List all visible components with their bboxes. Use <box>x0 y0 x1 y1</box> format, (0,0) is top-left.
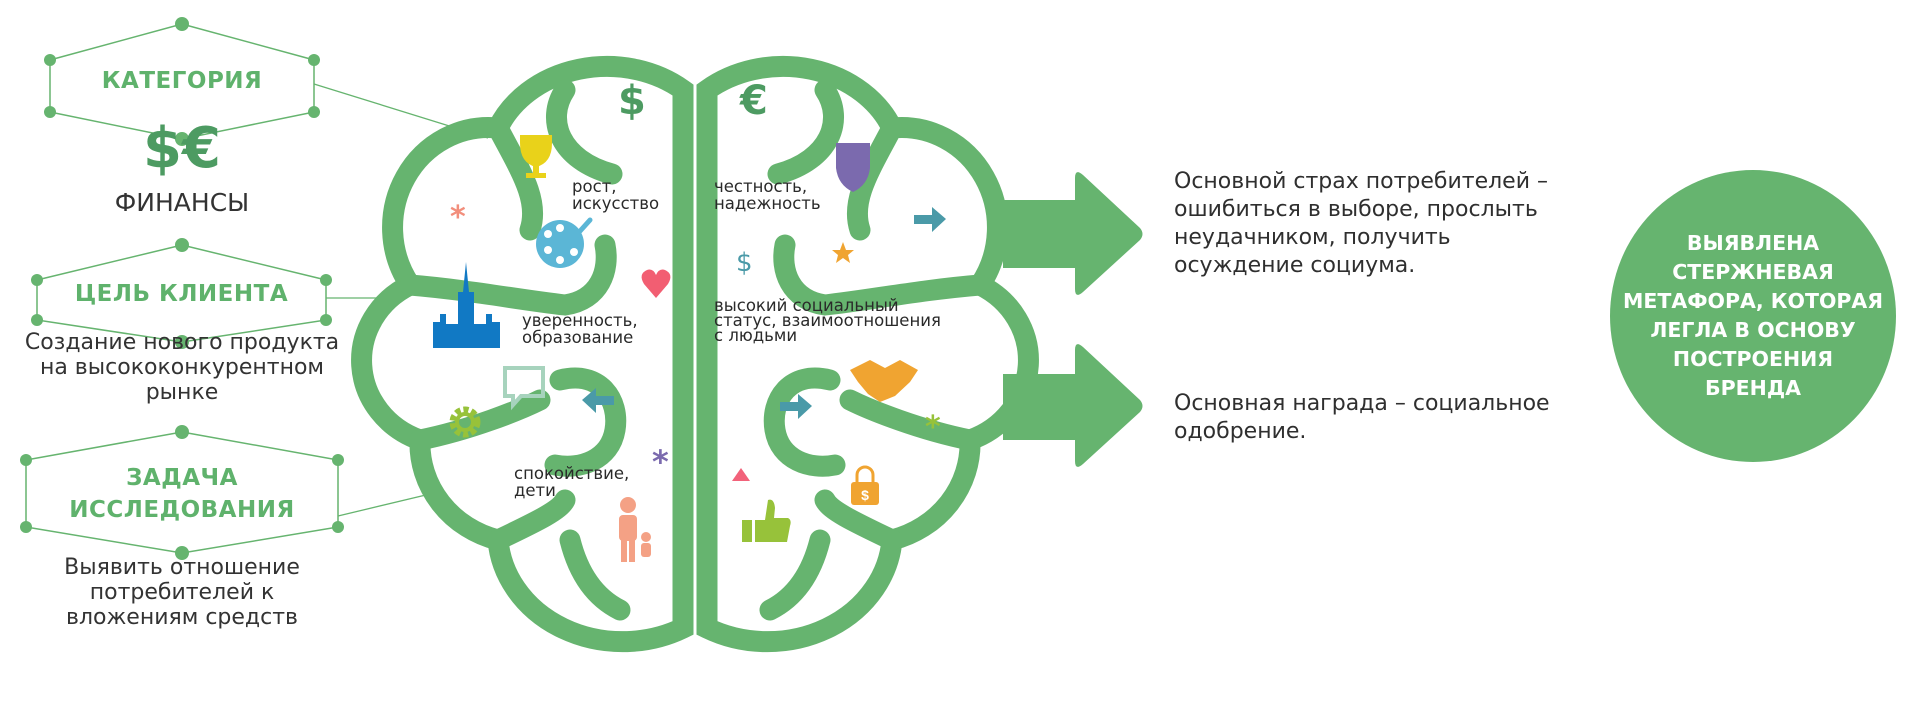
parent-child-icon <box>619 497 651 562</box>
conclusion-line: СТЕРЖНЕВАЯ <box>1672 260 1834 284</box>
arrow-right-icon <box>914 207 946 232</box>
euro-icon: € <box>740 78 768 124</box>
reward-line: Основная награда – социальное <box>1174 391 1550 416</box>
star-icon <box>832 242 854 263</box>
arrow-right-reward <box>1003 344 1143 467</box>
research-task-label: ЗАДАЧА ИССЛЕДОВАНИЯ <box>26 462 338 526</box>
fear-line: неудачником, получить <box>1174 225 1451 250</box>
handshake-icon <box>850 360 918 402</box>
client-goal-text: Создание нового продукта на высококонкур… <box>0 330 364 405</box>
research-task-line: вложениям средств <box>65 605 299 630</box>
client-goal-label: ЦЕЛЬ КЛИЕНТА <box>74 281 289 307</box>
reward-text: Основная награда – социальное одобрение. <box>1174 390 1550 446</box>
label-line: спокойствие, <box>514 464 630 483</box>
label-line: надежность <box>714 194 821 213</box>
palette-icon <box>536 217 593 268</box>
chat-bubble-icon <box>503 366 545 411</box>
reward-line: одобрение. <box>1174 419 1307 444</box>
label-line: дети <box>514 481 556 500</box>
research-task-line: потребителей к <box>89 580 275 605</box>
label-line: образование <box>522 328 634 347</box>
label-line: высокий социальный <box>714 296 899 315</box>
university-building-icon <box>433 262 500 348</box>
research-task-frame-nodes <box>20 425 344 560</box>
thumbs-up-icon <box>742 499 791 542</box>
label-status: высокий социальный статус, взаимоотношен… <box>714 296 941 345</box>
arrow-left-icon <box>582 388 614 413</box>
client-goal-line: Создание нового продукта <box>24 330 340 355</box>
conclusion-circle: ВЫЯВЛЕНА СТЕРЖНЕВАЯ МЕТАФОРА, КОТОРАЯ ЛЕ… <box>1610 170 1896 462</box>
research-task-label-line: ЗАДАЧА <box>126 465 238 491</box>
fear-line: осуждение социума. <box>1174 253 1416 278</box>
asterisk-purple-icon: * <box>652 443 669 481</box>
heart-icon <box>641 269 671 298</box>
conclusion-line: ПОСТРОЕНИЯ <box>1672 347 1834 371</box>
label-line: искусство <box>572 194 660 213</box>
client-goal-line: на высококонкурентном <box>39 355 325 380</box>
label-line: с людьми <box>714 326 798 345</box>
dollar-icon: $ <box>618 78 646 124</box>
asterisk-salmon-icon: * <box>450 200 466 235</box>
label-calm: спокойствие, дети <box>514 465 629 499</box>
label-line: рост, <box>572 177 617 196</box>
category-label: КАТЕГОРИЯ <box>101 68 263 94</box>
client-goal-frame-nodes <box>31 238 332 349</box>
conclusion-line: ВЫЯВЛЕНА <box>1686 231 1820 255</box>
label-honesty: честность, надежность <box>714 178 821 212</box>
label-line: честность, <box>714 177 808 196</box>
conclusion-line: МЕТАФОРА, КОТОРАЯ <box>1622 289 1884 313</box>
fear-line: ошибиться в выборе, прослыть <box>1174 197 1538 222</box>
shield-icon <box>836 143 870 192</box>
arrow-right-fear <box>1003 172 1143 295</box>
lock-dollar-icon: $ <box>851 465 879 505</box>
asterisk-lime-icon: * <box>925 410 941 445</box>
label-growth: рост, искусство <box>572 178 659 212</box>
brain-outline <box>351 55 1039 653</box>
small-dollar-icon: $ <box>736 248 753 278</box>
conclusion-line: ЛЕГЛА В ОСНОВУ <box>1650 318 1856 342</box>
label-line: статус, взаимоотношения <box>714 311 941 330</box>
research-task-label-line: ИССЛЕДОВАНИЯ <box>69 497 295 523</box>
arrow-right-icon-2 <box>780 394 812 419</box>
client-goal-line: рынке <box>145 380 219 405</box>
triangle-icon <box>732 468 750 481</box>
category-frame-nodes <box>44 17 320 146</box>
fear-text: Основной страх потребителей – ошибиться … <box>1174 168 1548 280</box>
category-value: ФИНАНСЫ <box>114 188 250 217</box>
gear-icon <box>449 406 481 438</box>
currency-symbols-icon: $€ <box>143 116 221 181</box>
fear-line: Основной страх потребителей – <box>1174 169 1548 194</box>
label-confidence: уверенность, образование <box>522 312 638 346</box>
label-line: уверенность, <box>522 311 638 330</box>
trophy-icon <box>520 135 552 178</box>
svg-text:$: $ <box>861 487 869 503</box>
research-task-line: Выявить отношение <box>64 555 300 580</box>
research-task-text: Выявить отношение потребителей к вложени… <box>22 555 342 630</box>
conclusion-line: БРЕНДА <box>1705 376 1801 400</box>
